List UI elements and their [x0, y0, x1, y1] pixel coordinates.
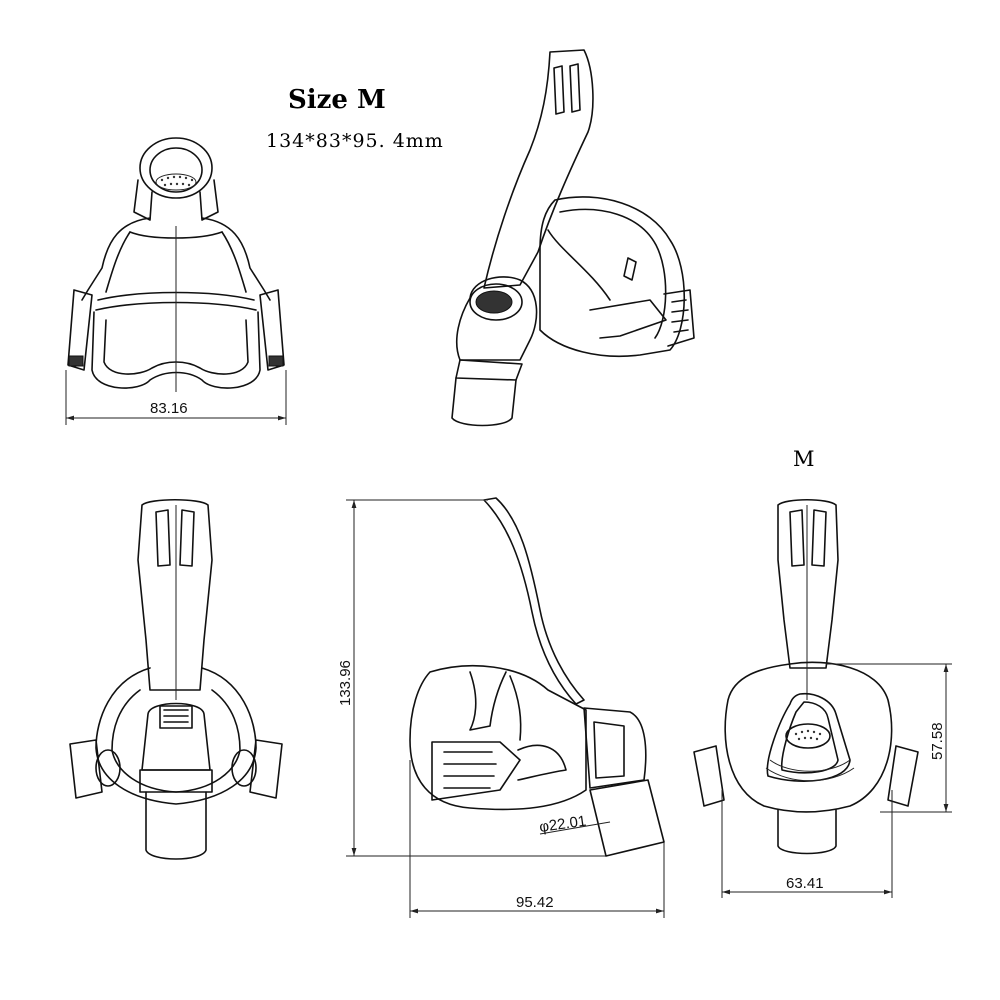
back-view: [693, 498, 919, 855]
isometric-view: [451, 49, 695, 427]
front-width-value: 83.16: [150, 400, 188, 417]
overall-dimensions-text: 134*83*95. 4mm: [266, 130, 444, 152]
size-label: M: [793, 447, 815, 471]
cushion-height-value: 57.58: [929, 722, 946, 760]
page-title: Size M: [288, 85, 386, 115]
depth-value: 95.42: [516, 894, 554, 911]
height-dimension: 133.96: [337, 499, 606, 857]
port-diameter-value: φ22.01: [538, 813, 587, 836]
front-view: [69, 499, 283, 860]
height-value: 133.96: [337, 660, 354, 706]
cushion-height-dimension: 57.58: [826, 663, 952, 813]
front-top-view: [67, 137, 285, 392]
back-width-dimension: 63.41: [721, 790, 893, 898]
depth-dimension: 95.42: [409, 760, 665, 918]
side-view: φ22.01: [409, 497, 665, 857]
front-width-dimension: 83.16: [65, 370, 287, 425]
back-width-value: 63.41: [786, 875, 824, 892]
